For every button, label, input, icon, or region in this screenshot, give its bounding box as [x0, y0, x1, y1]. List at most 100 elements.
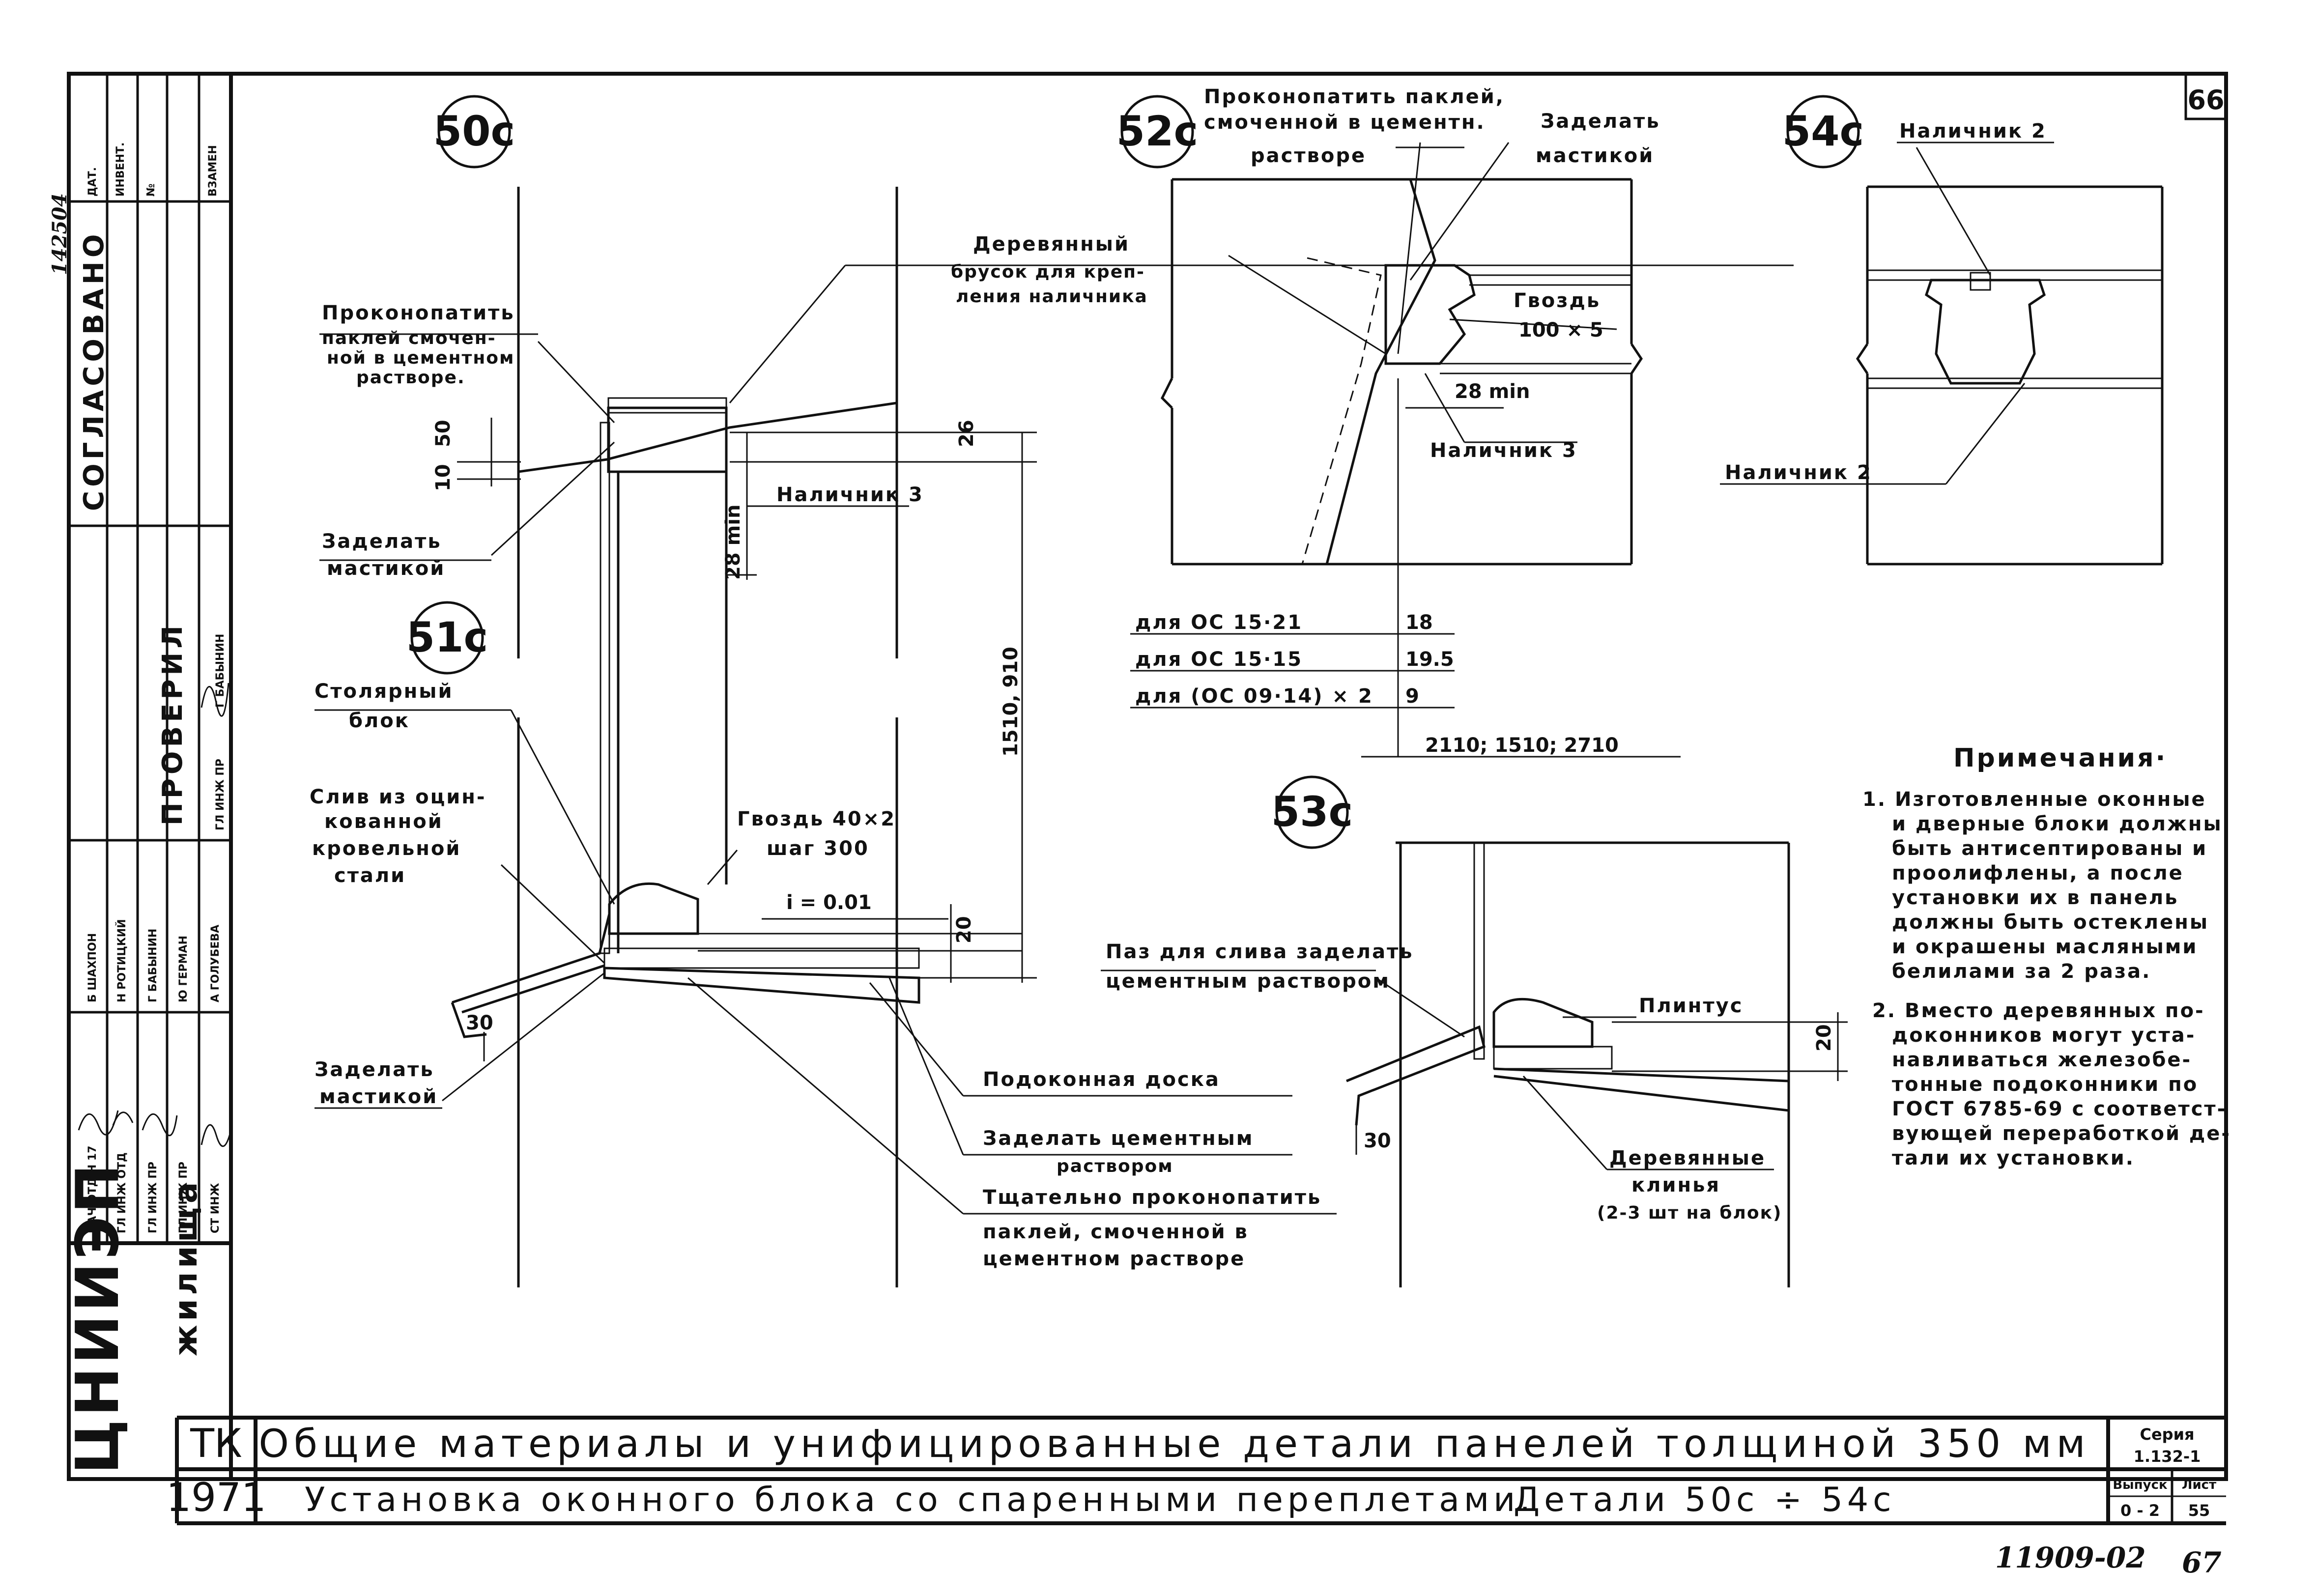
d52c-row1-value: 18 — [1405, 611, 1433, 634]
d52c-row3-value: 9 — [1405, 685, 1419, 708]
d52c-bar-3: ления наличника — [956, 286, 1148, 307]
title-line-2b: Детали 50с ÷ 54с — [1514, 1481, 1896, 1519]
d54c-trim-top: Наличник 2 — [1899, 120, 2047, 142]
notes-title: Примечания· — [1953, 743, 2167, 773]
signatures — [78, 683, 232, 1147]
inv-label-3: № — [145, 184, 157, 197]
org-long: жилища — [168, 1178, 204, 1356]
role-1: НАЧ ОТД Н 17 — [86, 1145, 99, 1233]
d53c-groove-1: Паз для слива заделать — [1106, 940, 1414, 963]
d51c-drip-1: Слив из оцин- — [310, 786, 486, 808]
d52c-dim-28: 28 min — [1455, 380, 1530, 403]
note-1-line-6: должны быть остеклены — [1892, 911, 2209, 934]
d51c-cement-2: раствором — [1057, 1156, 1173, 1176]
name-1: Б ШАХПОН — [86, 933, 99, 1002]
marker-53c: 53с — [1271, 788, 1353, 836]
note-2-line-6: вующей переработкой де- — [1892, 1122, 2231, 1145]
d51c-drip-4: стали — [334, 864, 406, 887]
d54c-trim-bottom: Наличник 2 — [1725, 461, 1872, 484]
side-stamp — [67, 72, 233, 1481]
d52c-nail-2: 100 × 5 — [1518, 319, 1603, 342]
notes: Примечания· 1. Изготовленные оконные и д… — [1862, 743, 2231, 1169]
name-4: Ю ГЕРМАН — [177, 936, 190, 1002]
d53c-dim-30: 30 — [1364, 1130, 1391, 1152]
sheet-number: 66 — [2187, 85, 2224, 115]
d51c-caulk-2: паклей, смоченной в — [983, 1221, 1249, 1243]
d51c-seal-1: Заделать — [315, 1058, 434, 1081]
note-1-line-5: установки их в панель — [1892, 886, 2178, 909]
d52c-row2-label: для ОС 15·15 — [1135, 648, 1303, 671]
detail-52c — [1120, 95, 1681, 758]
inv-label-2: ИНВЕНТ. — [114, 142, 127, 197]
marker-50c: 50с — [433, 107, 515, 155]
name-3: Г БАБЫНИН — [147, 929, 159, 1002]
name-5: А ГОЛУБЕВА — [209, 925, 222, 1002]
detail-50c — [319, 95, 1794, 983]
note-1-line-4: проолифлены, а после — [1892, 862, 2184, 884]
d52c-bar-2: брусок для креп- — [951, 262, 1145, 282]
d50c-caulk-3: ной в цементном — [327, 348, 515, 368]
bottom-code: 11909-02 — [1995, 1541, 2146, 1574]
title-code-1: ТК — [190, 1421, 242, 1466]
title-block — [175, 1416, 2226, 1525]
stamp-number: 142504 — [48, 193, 71, 275]
d52c-trim: Наличник 3 — [1430, 439, 1577, 462]
issue-label: Выпуск — [2113, 1478, 2168, 1492]
d52c-nail-1: Гвоздь — [1514, 289, 1601, 312]
agreed-label: СОГЛАСОВАНО — [78, 230, 110, 511]
d52c-row1-label: для ОС 15·21 — [1135, 611, 1303, 634]
d52c-row3-label: для (ОС 09·14) × 2 — [1135, 685, 1373, 708]
marker-54c: 54с — [1782, 107, 1864, 155]
note-2-line-7: тали их установки. — [1892, 1147, 2135, 1169]
d52c-row2-value: 19.5 — [1405, 648, 1454, 671]
d52c-caulk-2: смоченной в цементн. — [1204, 111, 1486, 134]
inv-label: ДАТ. — [86, 167, 99, 197]
d51c-drip-2: кованной — [324, 810, 443, 833]
d52c-seal-1: Заделать — [1541, 110, 1660, 133]
d52c-caulk-3: растворе — [1251, 144, 1366, 167]
d51c-sill: Подоконная доска — [983, 1068, 1220, 1091]
marker-51c: 51с — [406, 613, 488, 661]
d52c-bar-1: Деревянный — [973, 233, 1130, 256]
org-short: ЦНИИЭП — [64, 1161, 132, 1474]
d50c-dim-28: 28 min — [722, 505, 744, 580]
d51c-block-2: блок — [349, 710, 410, 732]
d51c-drip-3: кровельной — [312, 837, 461, 860]
d53c-groove-2: цементным раствором — [1106, 970, 1390, 993]
role-5: СТ ИНЖ — [209, 1183, 222, 1233]
bottom-page: 67 — [2182, 1546, 2222, 1579]
check-name-1: Г БАБЫНИН — [214, 634, 227, 708]
check-role-1: ГЛ ИНЖ ПР — [214, 759, 227, 830]
note-2-line-2: доконников могут уста- — [1892, 1024, 2196, 1047]
d53c-wedges-2: клинья — [1631, 1174, 1720, 1197]
role-3: ГЛ ИНЖ ПР — [147, 1162, 159, 1233]
name-2: Н РОТИЦКИЙ — [115, 919, 128, 1002]
note-2-line-4: тонные подоконники по — [1892, 1073, 2198, 1096]
d51c-block-1: Столярный — [315, 680, 453, 703]
d53c-dim-20: 20 — [1813, 1024, 1835, 1052]
note-1-line-8: белилами за 2 раза. — [1892, 960, 2151, 983]
detail-54c — [1720, 95, 2164, 566]
d51c-nail-2: шаг 300 — [767, 837, 869, 860]
note-1-line-7: и окрашены масляными — [1892, 936, 2198, 958]
title-line-2: Установка оконного блока со спаренными п… — [305, 1481, 1535, 1519]
d50c-caulk-1: Проконопатить — [322, 302, 515, 324]
d50c-seal-1: Заделать — [322, 530, 442, 553]
checked-label: ПРОВЕРИЛ — [157, 622, 189, 826]
d51c-dim-30: 30 — [466, 1012, 493, 1034]
d50c-trim: Наличник 3 — [776, 484, 924, 506]
d50c-seal-2: мастикой — [327, 557, 445, 580]
detail-51c — [315, 601, 1337, 1287]
issue-value: 0 - 2 — [2120, 1501, 2160, 1520]
detail-53c — [1101, 775, 1848, 1287]
d50c-caulk-2: паклей смочен- — [322, 328, 496, 348]
d53c-wedges-3: (2-3 шт на блок) — [1597, 1203, 1782, 1223]
marker-52c: 52с — [1116, 107, 1199, 155]
d51c-seal-2: мастикой — [319, 1085, 438, 1108]
d53c-plinth: Плинтус — [1639, 995, 1743, 1017]
note-2-line-3: навливаться железобе- — [1892, 1049, 2192, 1071]
d52c-heights: 2110; 1510; 2710 — [1425, 734, 1619, 757]
list-value: 55 — [2188, 1501, 2210, 1520]
note-1-line-2: и дверные блоки должны — [1892, 813, 2223, 835]
